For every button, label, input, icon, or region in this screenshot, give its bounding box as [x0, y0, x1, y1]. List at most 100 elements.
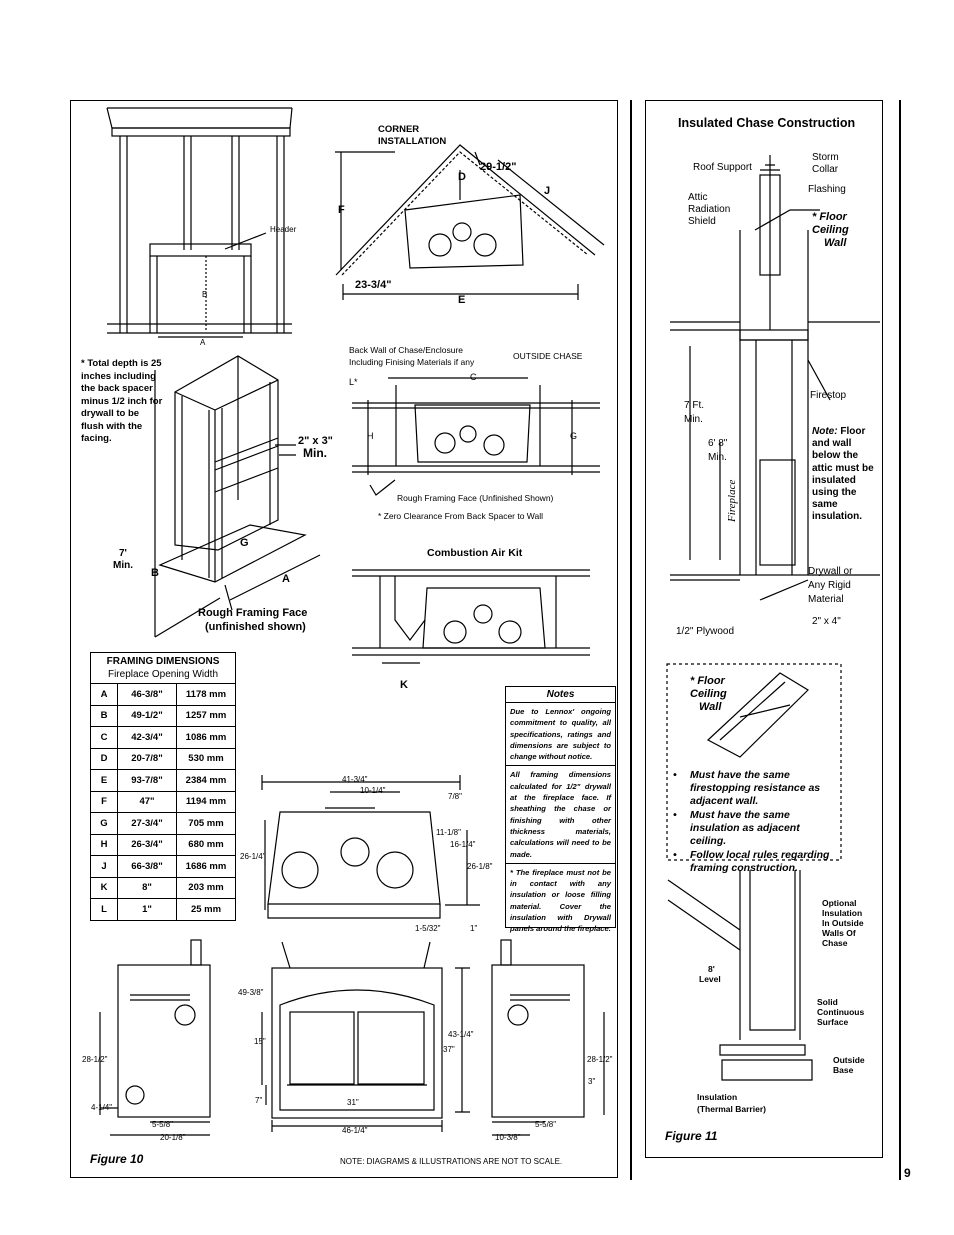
left-dim-2018: 20-1/8": [160, 1133, 186, 1142]
dim-g2-label: G: [570, 431, 578, 441]
combustion-air-kit-label: Combustion Air Kit: [427, 547, 523, 559]
storm-collar-label: Storm: [812, 152, 839, 163]
framing-key: E: [90, 769, 118, 792]
top-dim-78: 7/8": [448, 792, 462, 801]
corner-2334-label: 23-3/4": [355, 279, 392, 291]
chase-note-label: Note:: [812, 426, 838, 437]
front-dim-4938: 49-3/8": [238, 988, 264, 997]
dim-b-small: B: [202, 290, 208, 299]
framing-inches: 49-1/2": [117, 704, 177, 727]
floor-ceiling-wall-inset: [666, 663, 842, 861]
thermal-barrier-label: (Thermal Barrier): [697, 1104, 766, 1114]
inset-wall-label: Wall: [699, 701, 722, 713]
inset-floor-label: * Floor: [690, 675, 725, 687]
note-2: All framing dimensions calculated for 1/…: [506, 766, 615, 864]
framing-inches: 1": [117, 898, 177, 921]
insulation-label: Insulation: [697, 1092, 738, 1102]
page-number: 9: [904, 1166, 911, 1180]
framing-mm: 25 mm: [176, 898, 236, 921]
corner-installation-drawing: [335, 144, 605, 300]
drywall-label-2: Any Rigid: [808, 580, 851, 591]
height-68-min-label: Min.: [708, 452, 727, 463]
figure-10-frame: [70, 100, 618, 1178]
notes-title: Notes: [506, 687, 615, 703]
wall-label: Wall: [824, 237, 847, 249]
height-7-label: 7': [119, 548, 127, 559]
corner-j-label: J: [544, 185, 551, 197]
roof-support-label: Roof Support: [693, 162, 752, 173]
top-dim-2614: 26-1/4": [240, 852, 266, 861]
inset-ceiling-label: Ceiling: [690, 688, 727, 700]
drywall-label-1: Drywall or: [808, 566, 853, 577]
plywood-label: 1/2" Plywood: [676, 626, 735, 637]
drywall-label-3: Material: [808, 594, 844, 605]
page-divider-left: [630, 100, 632, 1180]
left-dim-558: 5-5/8": [152, 1120, 174, 1129]
chase-note: Note: Floor and wall below the attic mus…: [812, 426, 874, 524]
dim-h-label: H: [367, 431, 374, 441]
storm-collar-label-2: Collar: [812, 164, 839, 175]
framing-mm: 203 mm: [176, 876, 236, 899]
framing-key: D: [90, 747, 118, 770]
scale-note: NOTE: DIAGRAMS & ILLUSTRATIONS ARE NOT T…: [340, 1157, 563, 1166]
framing-mm: 705 mm: [176, 812, 236, 835]
requirement-item: •Follow local rules regarding framing co…: [673, 849, 830, 874]
framing-key: H: [90, 833, 118, 856]
framing-inches: 46-3/8": [117, 683, 177, 706]
height-7ft-label: 7 Ft.: [684, 400, 705, 411]
framing-title: FRAMING DIMENSIONS: [106, 656, 220, 667]
framing-key: L: [90, 898, 118, 921]
height-min-label: Min.: [113, 560, 133, 571]
framing-inches: 20-7/8": [117, 747, 177, 770]
framing-mm: 2384 mm: [176, 769, 236, 792]
rough-face-2-label: Rough Framing Face (Unfinished Shown): [397, 493, 554, 503]
framing-mm: 1257 mm: [176, 704, 236, 727]
left-side-view-drawing: [99, 939, 211, 1136]
front-dim-31: 31": [347, 1098, 359, 1107]
requirements-list: •Must have the same firestopping resista…: [673, 769, 838, 876]
framing-mm: 1086 mm: [176, 726, 236, 749]
notes-box: Notes Due to Lennox' ongoing commitment …: [505, 686, 616, 933]
figure-10-label: Figure 10: [90, 1152, 144, 1166]
corner-f-label: F: [338, 204, 345, 216]
dim-b-label: B: [151, 567, 159, 579]
framing-inches: 47": [117, 790, 177, 813]
attic-label-2: Radiation: [688, 204, 731, 215]
framing-mm: 1686 mm: [176, 855, 236, 878]
framing-key: B: [90, 704, 118, 727]
front-dim-15: 15": [254, 1037, 266, 1046]
front-dim-37: 37": [443, 1045, 455, 1054]
attic-label-1: Attic: [688, 192, 708, 203]
dim-a-small: A: [200, 338, 206, 347]
figure-11-label: Figure 11: [665, 1129, 718, 1143]
framing-inches: 93-7/8": [117, 769, 177, 792]
page-divider-right: [899, 100, 901, 1180]
attic-label-3: Shield: [688, 216, 716, 227]
framing-table-header: FRAMING DIMENSIONS Fireplace Opening Wid…: [90, 652, 236, 684]
dim-g-label: G: [240, 537, 249, 549]
level-label: Level: [699, 974, 721, 984]
framing-key: J: [90, 855, 118, 878]
outside-base-label: Outside Base: [833, 1055, 865, 1075]
framing-mm: 1194 mm: [176, 790, 236, 813]
two-by-four-label: 2" x 4": [812, 616, 841, 627]
fireplace-label: Fireplace: [726, 479, 738, 522]
zero-clearance-label: * Zero Clearance From Back Spacer to Wal…: [378, 511, 544, 521]
framing-key: C: [90, 726, 118, 749]
framing-key: K: [90, 876, 118, 899]
combustion-air-kit-drawing: [352, 569, 590, 664]
level-8-label: 8': [708, 964, 715, 974]
frame-2x3-label: 2" x 3": [298, 435, 333, 447]
corner-e-label: E: [458, 294, 466, 306]
corner-d-label: D: [458, 171, 466, 183]
outside-chase-base-drawing: [667, 870, 813, 1081]
dim-l-label: L*: [349, 377, 358, 387]
right-dim-1038: 10-3/8": [495, 1133, 521, 1142]
